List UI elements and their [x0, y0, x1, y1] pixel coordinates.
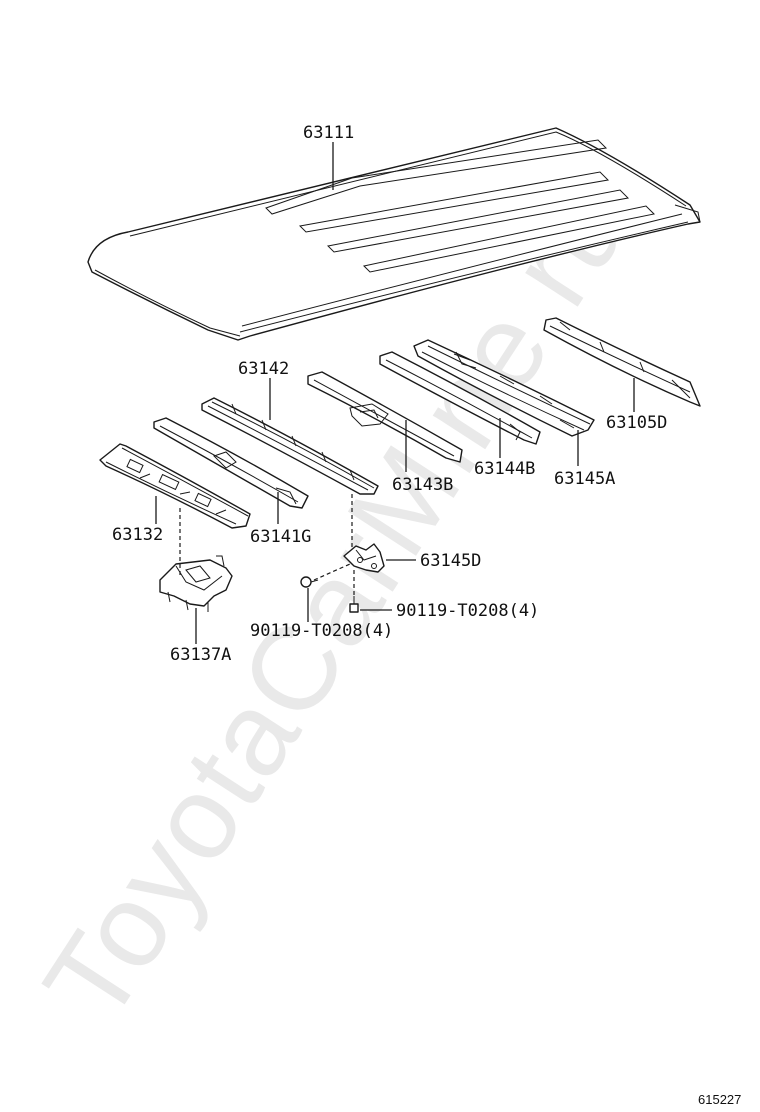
label-bolt-right: 90119-T0208(4) [396, 601, 539, 621]
bracket-63137A[interactable] [159, 555, 233, 612]
label-63142: 63142 [238, 359, 289, 379]
label-bolt-left: 90119-T0208(4) [250, 621, 393, 641]
roof-bow-63142[interactable] [201, 397, 379, 495]
roof-bow-63141G[interactable] [153, 417, 309, 509]
label-63141G: 63141G [250, 527, 311, 547]
header-panel-63132[interactable] [99, 443, 251, 529]
diagram-id: 615227 [698, 1092, 741, 1107]
label-63143B: 63143B [392, 475, 453, 495]
bracket-63145D[interactable] [343, 543, 385, 573]
roof-bow-63105D[interactable] [543, 317, 701, 407]
roof-panel-63111[interactable] [87, 127, 701, 341]
label-63145A: 63145A [554, 469, 615, 489]
label-63132: 63132 [112, 525, 163, 545]
label-63145D: 63145D [420, 551, 481, 571]
label-63137A: 63137A [170, 645, 231, 665]
bolt-right[interactable] [349, 596, 359, 613]
roof-bow-63145A[interactable] [413, 339, 595, 437]
label-63144B: 63144B [474, 459, 535, 479]
label-63111: 63111 [303, 123, 354, 143]
bolt-left[interactable] [300, 576, 319, 588]
label-63105D: 63105D [606, 413, 667, 433]
roof-bow-63143B[interactable] [307, 371, 463, 463]
